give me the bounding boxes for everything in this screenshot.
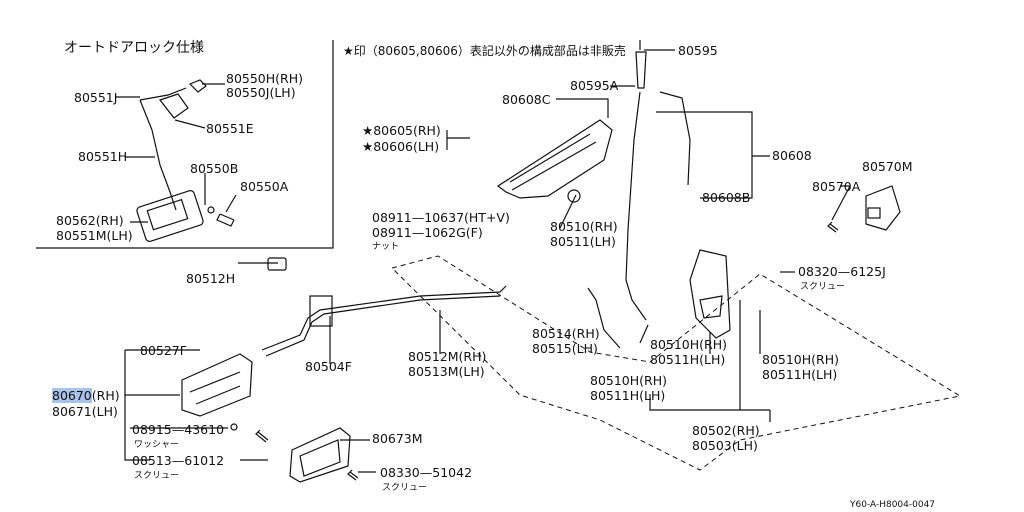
part-80514: 80514(RH) [532,326,600,341]
part-80595: 80595 [678,43,718,58]
part-80595a: 80595A [570,78,619,93]
diagram-code: Y60-A-H8004-0047 [850,500,936,510]
part-80570a: 80570A [812,179,861,194]
part-80608c: 80608C [502,92,551,107]
part-80510h-c: 80510H(RH) [762,352,840,367]
part-80608b: 80608B [702,190,751,205]
part-08513-note: スクリュー [134,471,180,481]
part-80550b: 80550B [190,161,239,176]
part-80527f: 80527F [140,343,187,358]
rod-holder [309,295,333,327]
part-80515: 80515(LH) [532,341,598,356]
part-80670: 80670(RH) [52,388,120,403]
main-rod [261,285,507,351]
inset-washer [207,206,215,214]
part-80511h-c: 80511H(LH) [762,367,838,382]
part-80510: 80510(RH) [550,219,618,234]
part-80551e: 80551E [206,121,254,136]
part-80511h-b: 80511H(LH) [590,388,666,403]
part-80510h-a: 80510H(RH) [650,337,728,352]
part-08513: 08513—61012 [132,453,225,468]
part-80513m: 80513M(LH) [408,364,485,379]
part-08330-note: スクリュー [382,483,428,493]
part-08320: 08320—6125J [798,264,886,279]
part-80551m: 80551M(LH) [56,228,133,243]
part-80562: 80562(RH) [56,213,124,228]
part-80551h: 80551H [78,149,128,164]
rod-clip [267,257,287,271]
part-08911-note: ナット [372,242,400,252]
inset-rod [139,87,187,211]
part-80670-highlight: 80670 [52,388,92,403]
part-08911-a: 08911—10637(HT+V) [372,210,510,225]
part-08911-b: 08911—1062G(F) [372,225,483,240]
part-08330: 08330—51042 [380,465,473,480]
lock-knob-rod [587,287,621,349]
part-80511h-a: 80511H(LH) [650,352,726,367]
part-08915: 08915—43610 [132,422,225,437]
part-80671: 80671(LH) [52,404,118,419]
inner-handle [181,353,253,417]
inset-actuator [136,190,204,242]
part-08320-note: スクリュー [800,282,846,292]
part-80502: 80502(RH) [692,423,760,438]
part-80570m: 80570M [862,159,913,174]
inset-lever [159,93,189,119]
sales-note: ★印（80605,80606）表記以外の構成部品は非販売 [343,44,626,58]
part-80512h: 80512H [186,271,236,286]
door-handle [496,119,613,199]
escutcheon [289,427,351,483]
part-80503: 80503(LH) [692,438,758,453]
part-80510h-b: 80510H(RH) [590,373,668,388]
lock-rod [625,91,647,321]
inset-clip [188,79,207,93]
part-80550j: 80550J(LH) [226,85,296,100]
link-rod [659,91,691,186]
part-80608: 80608 [772,148,812,163]
part-80606: ★80606(LH) [362,139,440,154]
part-80673m: 80673M [372,431,423,446]
part-80550a: 80550A [240,179,289,194]
inset-screw [216,213,235,227]
door-lock-assembly [689,249,731,339]
part-80511: 80511(LH) [550,234,616,249]
inset-title: オートドアロック仕様 [64,40,204,56]
part-80504f: 80504F [305,359,352,374]
part-80512m: 80512M(RH) [408,349,487,364]
bracket [865,185,901,231]
nut [567,189,581,203]
inset-border [36,40,334,249]
part-80551j: 80551J [74,90,118,105]
part-80550h: 80550H(RH) [226,71,304,86]
part-08915-note: ワッシャー [134,440,180,450]
part-80605: ★80605(RH) [362,123,441,138]
